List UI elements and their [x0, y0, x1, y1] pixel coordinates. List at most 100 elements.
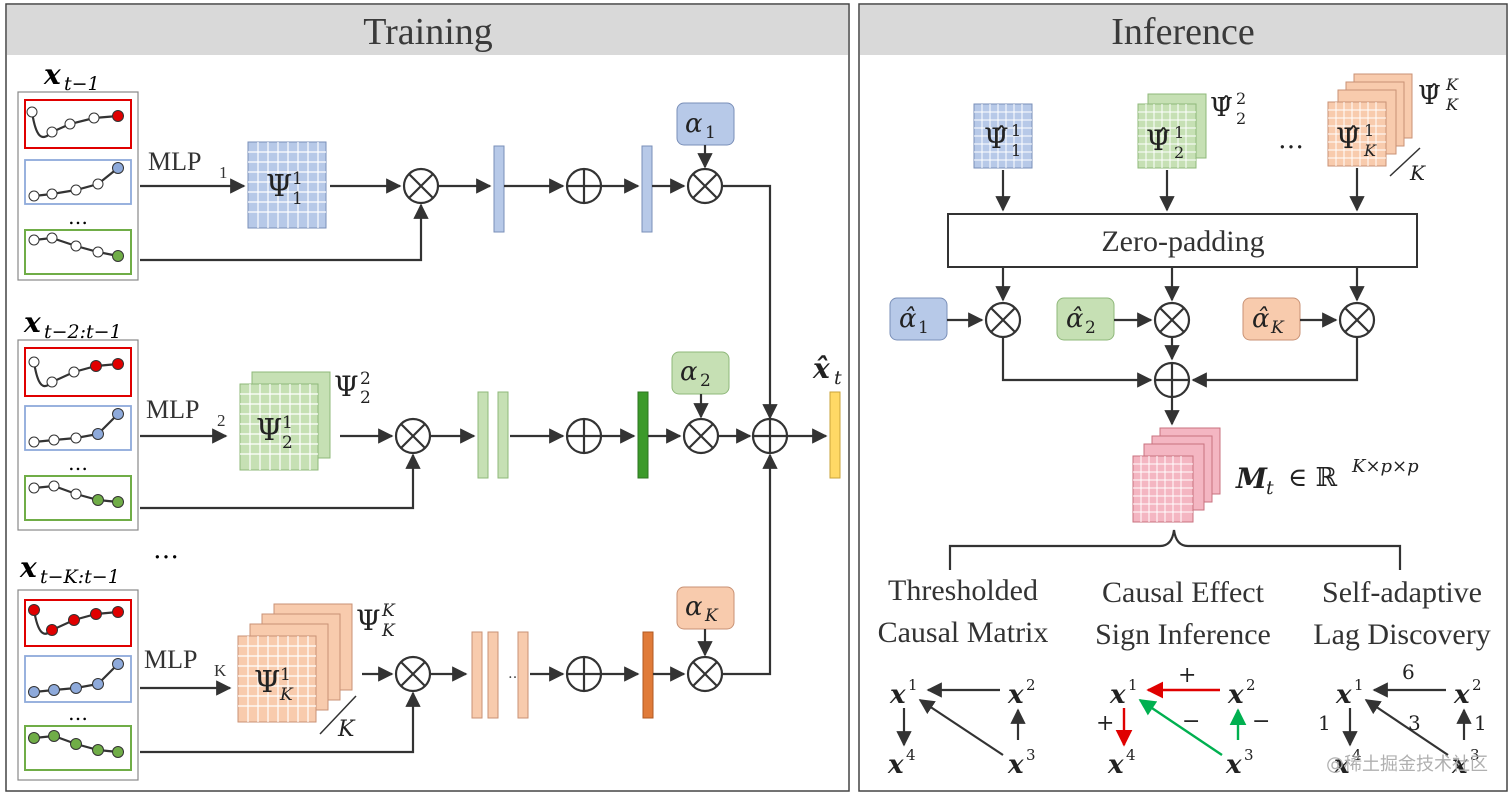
- svg-text:1: 1: [908, 676, 918, 694]
- output-label: x̂: [812, 352, 830, 385]
- svg-text:2: 2: [1246, 676, 1256, 694]
- svg-text:1: 1: [918, 318, 929, 338]
- svg-text:1: 1: [282, 413, 293, 433]
- svg-text:4: 4: [1352, 746, 1362, 764]
- inference-psi-K: Ψ̂ 1 K Ψ̂ K K K: [1327, 73, 1459, 185]
- svg-text:K: K: [1445, 75, 1459, 94]
- svg-text:K: K: [381, 621, 396, 641]
- training-row-2: MLP 2 Ψ 1 2 Ψ 2 2 α 2: [140, 351, 842, 510]
- svg-text:K×p×p: K×p×p: [1351, 456, 1419, 477]
- svg-text:x: x: [1451, 750, 1468, 780]
- brace: [948, 529, 1402, 570]
- svg-text:2: 2: [700, 371, 711, 391]
- svg-text:Ψ̂: Ψ̂: [1210, 93, 1233, 123]
- svg-text:2: 2: [1472, 676, 1482, 694]
- svg-text:1: 1: [280, 665, 291, 685]
- svg-text:1: 1: [1011, 121, 1021, 140]
- svg-text:1: 1: [1364, 121, 1374, 140]
- input-label-1: x t−1: [43, 58, 100, 95]
- zero-padding-box: Zero-padding: [947, 213, 1418, 268]
- svg-text:Ψ: Ψ: [254, 665, 280, 700]
- svg-text:Ψ̂: Ψ̂: [1146, 124, 1171, 157]
- svg-text:x: x: [1333, 750, 1350, 780]
- causal-graph-2: x 1 x 2 x 4 x 3 + − + −: [1096, 663, 1270, 780]
- svg-text:1: 1: [292, 169, 303, 189]
- svg-text:K: K: [1409, 161, 1426, 185]
- svg-text:…: …: [68, 205, 88, 229]
- svg-text:2: 2: [1236, 109, 1246, 128]
- mlp-label-1: MLP: [148, 147, 201, 176]
- svg-text:…: …: [68, 451, 88, 475]
- svg-text:x: x: [1335, 680, 1352, 710]
- inference-ellipsis: …: [1278, 125, 1304, 155]
- svg-text:Ψ: Ψ: [334, 370, 359, 403]
- svg-text:x: x: [1007, 680, 1024, 710]
- input-label-2: x t−2:t−1: [23, 306, 122, 343]
- svg-text:x: x: [1109, 680, 1126, 710]
- svg-text:MLP: MLP: [144, 645, 197, 674]
- rows-ellipsis: …: [153, 535, 179, 565]
- svg-text:K: K: [704, 606, 719, 626]
- psi-grid-1: [248, 142, 326, 228]
- svg-text:2: 2: [1026, 676, 1036, 694]
- col-2-line1: Causal Effect: [1102, 576, 1265, 609]
- svg-text:3: 3: [1470, 746, 1480, 764]
- svg-text:α: α: [680, 357, 698, 387]
- svg-text:2: 2: [1174, 143, 1184, 162]
- svg-text:α̂: α̂: [1252, 304, 1270, 334]
- lag-label-diag: 3: [1408, 711, 1421, 735]
- svg-text:α̂: α̂: [899, 304, 917, 334]
- svg-text:Ψ: Ψ: [256, 413, 282, 448]
- svg-text:K: K: [1270, 318, 1285, 338]
- svg-text:∈ ℝ: ∈ ℝ: [1288, 463, 1338, 493]
- col-3-line2: Lag Discovery: [1313, 618, 1490, 651]
- svg-text:x: x: [887, 750, 904, 780]
- svg-text:1: 1: [705, 123, 716, 143]
- svg-text:2: 2: [1085, 318, 1096, 338]
- svg-text:2: 2: [360, 369, 371, 389]
- svg-text:1: 1: [1011, 141, 1021, 160]
- svg-text:α: α: [685, 592, 703, 622]
- svg-text:Ψ: Ψ: [356, 604, 381, 637]
- svg-text:…: …: [68, 701, 88, 725]
- svg-text:Ψ: Ψ: [266, 169, 292, 204]
- watermark: @稀土掘金技术社区: [1326, 754, 1488, 775]
- lag-label-top: 6: [1402, 660, 1415, 684]
- svg-text:t: t: [834, 367, 842, 389]
- svg-text:x: x: [1107, 750, 1124, 780]
- svg-text:α: α: [685, 109, 703, 139]
- svg-text:2: 2: [360, 388, 371, 408]
- sign-minus-diag: −: [1182, 709, 1200, 734]
- input-label-3: x t−K:t−1: [19, 551, 120, 588]
- svg-text:4: 4: [1126, 746, 1136, 764]
- psi-matrix-1: [247, 141, 327, 229]
- svg-text:MLP: MLP: [146, 395, 199, 424]
- svg-text:x: x: [1453, 680, 1470, 710]
- mt-tensor: [1132, 427, 1221, 523]
- sign-plus-top: +: [1178, 663, 1196, 688]
- svg-text:x: x: [23, 306, 41, 339]
- lag-label-left: 1: [1318, 711, 1331, 735]
- svg-text:3: 3: [1026, 746, 1036, 764]
- svg-text:x: x: [43, 58, 61, 91]
- col-3-line1: Self-adaptive: [1322, 576, 1482, 609]
- sign-minus-right: −: [1252, 709, 1270, 734]
- svg-text:1: 1: [219, 163, 228, 182]
- svg-text:2: 2: [1236, 89, 1246, 108]
- svg-text:t−1: t−1: [64, 73, 100, 95]
- svg-text:K: K: [279, 685, 294, 705]
- input-box-3: …: [17, 589, 139, 781]
- output-vector: [829, 391, 841, 479]
- svg-text:x: x: [1007, 750, 1024, 780]
- inference-psi-2: Ψ̂ 1 2 Ψ̂ 2 2: [1137, 89, 1246, 169]
- svg-text:Zero-padding: Zero-padding: [1101, 225, 1264, 258]
- alpha-hat-row: α̂ 1 α̂ 2 α̂ K: [889, 297, 1376, 341]
- svg-text:x: x: [1227, 680, 1244, 710]
- svg-text:Ψ̂: Ψ̂: [984, 122, 1009, 155]
- psi-matrix-2: [239, 383, 319, 471]
- svg-text:2: 2: [282, 433, 293, 453]
- lag-label-right: 1: [1474, 711, 1487, 735]
- col-2-line2: Sign Inference: [1095, 618, 1271, 651]
- psi-matrix-K: [237, 635, 317, 723]
